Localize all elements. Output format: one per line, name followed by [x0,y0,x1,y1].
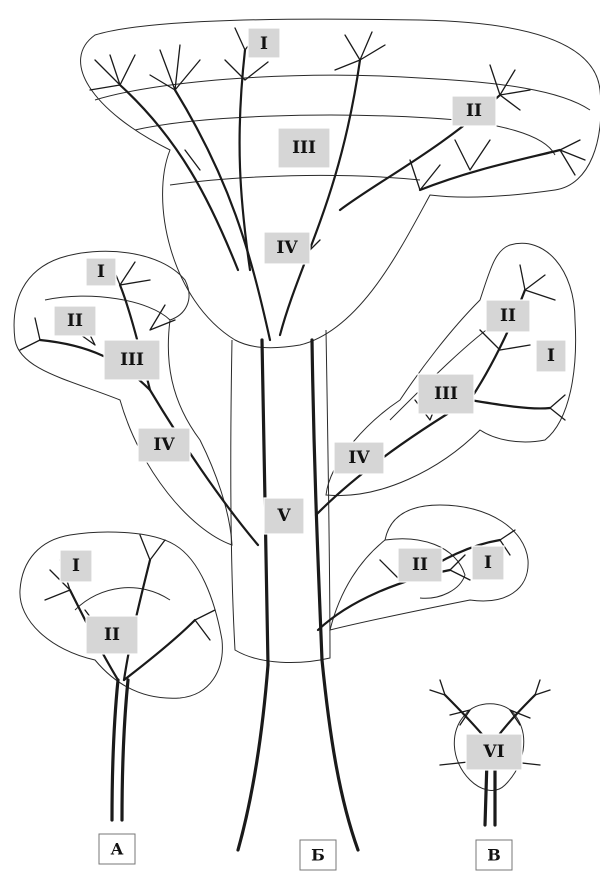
zone-label-box: I [248,28,280,58]
tree-a-drawing [20,532,222,820]
zone-label-box: IV [138,428,190,462]
zone-label: II [67,311,83,331]
tree-b-crown-branch [280,60,360,335]
zone-label-box: II [486,300,530,332]
tree-b-letter: Б [311,846,325,865]
tree-c-branch [445,695,487,740]
zone-label: VI [482,742,504,762]
zone-label: IV [153,435,175,455]
zone-label-box: I [472,546,504,580]
right-upper-branch-main [470,400,550,408]
tree-b-trunk-left [238,665,268,850]
zone-label: I [97,262,105,282]
zone-label-box: VI [466,734,522,770]
zone-label-box: IV [334,442,384,474]
tree-a-letter: А [110,840,123,859]
tree-b-left-branch-drawing [14,251,258,545]
zone-label: I [260,34,268,54]
zone-label-box: III [418,374,474,414]
tree-a-trunk [112,680,118,820]
zone-label: IV [276,238,298,258]
zone-label: II [412,555,428,575]
zone-label: I [547,346,555,366]
zone-label-box: II [86,616,138,654]
zone-label-box: V [264,498,304,534]
tree-a-trunk [122,680,128,820]
zone-label-box: II [452,96,496,126]
zone-label: IV [348,448,370,468]
tree-b-crown-twigs [90,28,585,260]
zone-label: V [276,506,291,526]
zone-label-box: I [536,340,566,372]
tree-b-letter-box: Б [300,840,336,870]
zone-label: II [466,101,482,121]
tree-c-letter: В [487,846,501,865]
left-branch-main [150,390,258,545]
zone-label: II [500,306,516,326]
zone-label: III [120,350,144,370]
tree-b-trunk-right-upper [312,340,322,660]
zone-label-box: II [54,306,96,336]
zone-label-box: II [398,548,442,582]
zone-label: I [72,556,80,576]
zone-label: I [484,553,492,573]
zone-label: III [434,384,458,404]
zone-label: II [104,625,120,645]
zone-label-box: III [104,340,160,380]
zone-label: III [292,138,316,158]
zone-label-box: I [86,258,116,286]
tree-b-trunk-right [322,660,358,850]
zone-label-box: I [60,550,92,582]
zone-label-box: IV [264,232,310,264]
tree-a-crown-outline [20,532,222,698]
zone-label-box: III [278,128,330,168]
tree-b-crown-branch [240,50,250,270]
tree-b-crown-branch [175,90,270,340]
tree-c-letter-box: В [476,840,512,870]
tree-a-inner-outline [75,588,170,610]
tree-b-crown-branch [420,150,560,190]
tree-a-letter-box: А [99,834,135,864]
